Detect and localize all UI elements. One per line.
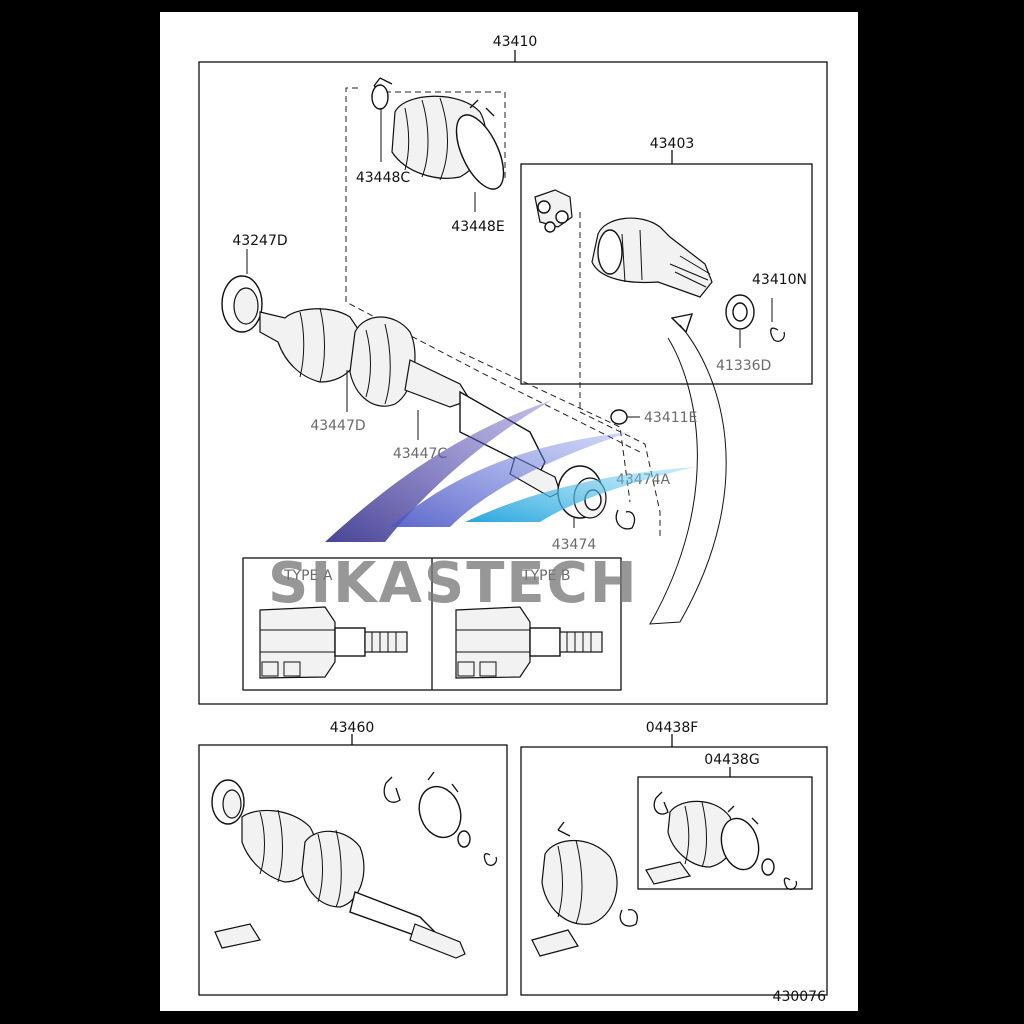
label-04438F: 04438F [646, 720, 699, 736]
boot-kit-parts [531, 791, 798, 957]
inboard-joint-box [520, 150, 813, 385]
outboard-kit-parts [211, 771, 498, 959]
parts-diagram-sheet: 43410 43403 43448C 43448E [160, 12, 858, 1011]
label-43448E: 43448E [451, 219, 504, 235]
label-43403: 43403 [650, 136, 695, 152]
boot-kit-inner-box [637, 767, 813, 890]
label-43410: 43410 [493, 34, 538, 50]
tripod-part [534, 189, 573, 233]
label-type-b: TYPE B [521, 568, 570, 584]
watermark-text: SIKASTECH [268, 551, 639, 616]
type-b-joint [455, 606, 603, 679]
label-43411E: 43411E [644, 410, 697, 426]
type-box [242, 557, 622, 691]
label-04438G: 04438G [704, 752, 759, 768]
boot-kit-box [520, 734, 828, 996]
dust-deflector-41336D [725, 294, 755, 330]
main-assembly-box [198, 50, 828, 705]
label-43448C: 43448C [356, 170, 411, 186]
dust-seal-43247D [221, 275, 263, 333]
type-a-joint [259, 606, 408, 679]
label-41336D: 41336D [716, 358, 771, 374]
label-43447D: 43447D [310, 418, 365, 434]
inboard-joint-housing [591, 217, 713, 298]
label-43410N: 43410N [752, 272, 807, 288]
upper-boot-part [371, 77, 505, 190]
label-43474: 43474 [552, 537, 597, 553]
label-43460: 43460 [330, 720, 375, 736]
damper-clamp-43474A [615, 509, 636, 530]
dashed-guides [345, 87, 661, 537]
outboard-kit-box [198, 734, 508, 996]
snap-ring-43411E [610, 409, 628, 425]
outer-joint-and-shaft [259, 307, 561, 498]
watermark-logo: SIKASTECH [268, 400, 695, 616]
assembly-arrow [649, 313, 727, 625]
label-type-a: TYPE A [283, 568, 333, 584]
snap-ring-43410N [770, 327, 786, 342]
parts-diagram: 43410 43403 43448C 43448E [198, 34, 828, 1005]
label-43247D: 43247D [232, 233, 287, 249]
figure-number: 430076 [773, 989, 827, 1005]
